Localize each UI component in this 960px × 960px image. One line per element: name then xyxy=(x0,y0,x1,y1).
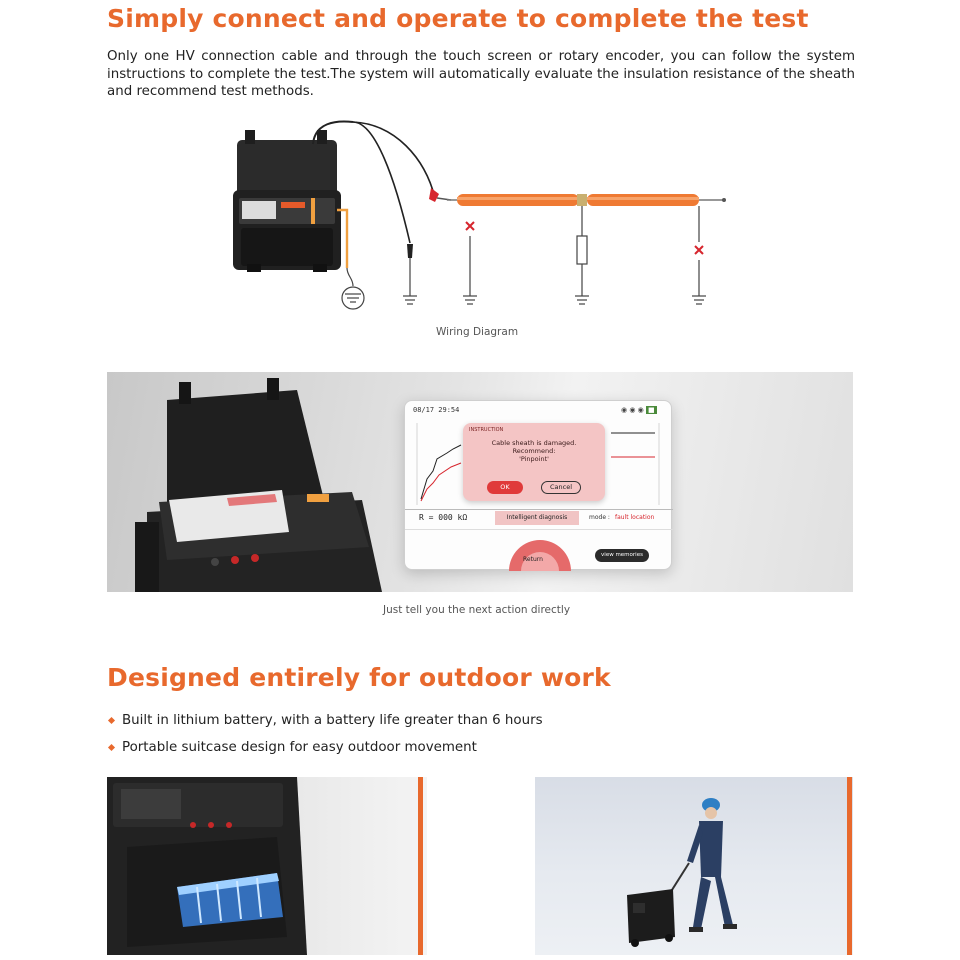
suitcase-icon xyxy=(627,889,675,947)
battery-cells-icon xyxy=(177,873,283,927)
accent-bar xyxy=(418,777,423,955)
dialog-header: INSTRUCTION xyxy=(469,427,504,433)
section1-title: Simply connect and operate to complete t… xyxy=(107,4,809,33)
feature-item: Portable suitcase design for easy outdoo… xyxy=(107,734,543,761)
fault-mark-left-icon xyxy=(465,221,475,231)
mode-label: mode : xyxy=(589,514,610,521)
cancel-button[interactable]: Cancel xyxy=(541,481,581,494)
bullet-icon xyxy=(107,743,116,752)
feature-list: Built in lithium battery, with a battery… xyxy=(107,707,543,761)
cable-under-test xyxy=(447,194,726,206)
worker-photo xyxy=(535,777,853,955)
resistance-readout: R = 000 kΩ xyxy=(419,513,468,522)
wiring-diagram xyxy=(233,120,726,310)
battery-photo xyxy=(107,777,427,955)
feature-text: Built in lithium battery, with a battery… xyxy=(122,713,543,728)
dialog-message: Cable sheath is damaged. Recommend: 'Pin… xyxy=(491,439,577,463)
device-screen-photo: 08/17 29:54 ◉ ◉ ◉ ■ INSTRUCTION Cable sh… xyxy=(107,372,853,592)
fault-mark-right-icon xyxy=(694,245,704,255)
resistor-icon xyxy=(576,235,588,265)
screen-caption: Just tell you the next action directly xyxy=(383,604,571,616)
feature-text: Portable suitcase design for easy outdoo… xyxy=(122,740,477,755)
section1-paragraph: Only one HV connection cable and through… xyxy=(107,49,855,99)
test-device-image xyxy=(233,130,341,272)
accent-bar xyxy=(847,777,852,955)
instruction-dialog: INSTRUCTION Cable sheath is damaged. Rec… xyxy=(463,423,605,501)
touch-screen: 08/17 29:54 ◉ ◉ ◉ ■ INSTRUCTION Cable sh… xyxy=(404,400,673,571)
screen-datetime: 08/17 29:54 xyxy=(413,406,460,414)
earth-ground-icon xyxy=(341,286,365,310)
ok-button[interactable]: OK xyxy=(487,481,523,494)
return-button[interactable]: Return xyxy=(523,556,543,563)
bullet-icon xyxy=(107,716,116,725)
ground-symbol-icon xyxy=(403,295,417,305)
helmet-icon xyxy=(702,798,720,812)
mode-value: fault location xyxy=(615,514,655,521)
view-memories-button[interactable]: view memories xyxy=(595,549,649,562)
screen-graph xyxy=(416,423,660,505)
status-icons: ◉ ◉ ◉ ■ xyxy=(621,406,657,414)
diagnosis-tab[interactable]: Intelligent diagnosis xyxy=(495,511,579,525)
rotary-dial-icon[interactable] xyxy=(505,531,575,571)
wiring-caption: Wiring Diagram xyxy=(436,326,519,338)
section2-title: Designed entirely for outdoor work xyxy=(107,663,611,692)
feature-item: Built in lithium battery, with a battery… xyxy=(107,707,543,734)
